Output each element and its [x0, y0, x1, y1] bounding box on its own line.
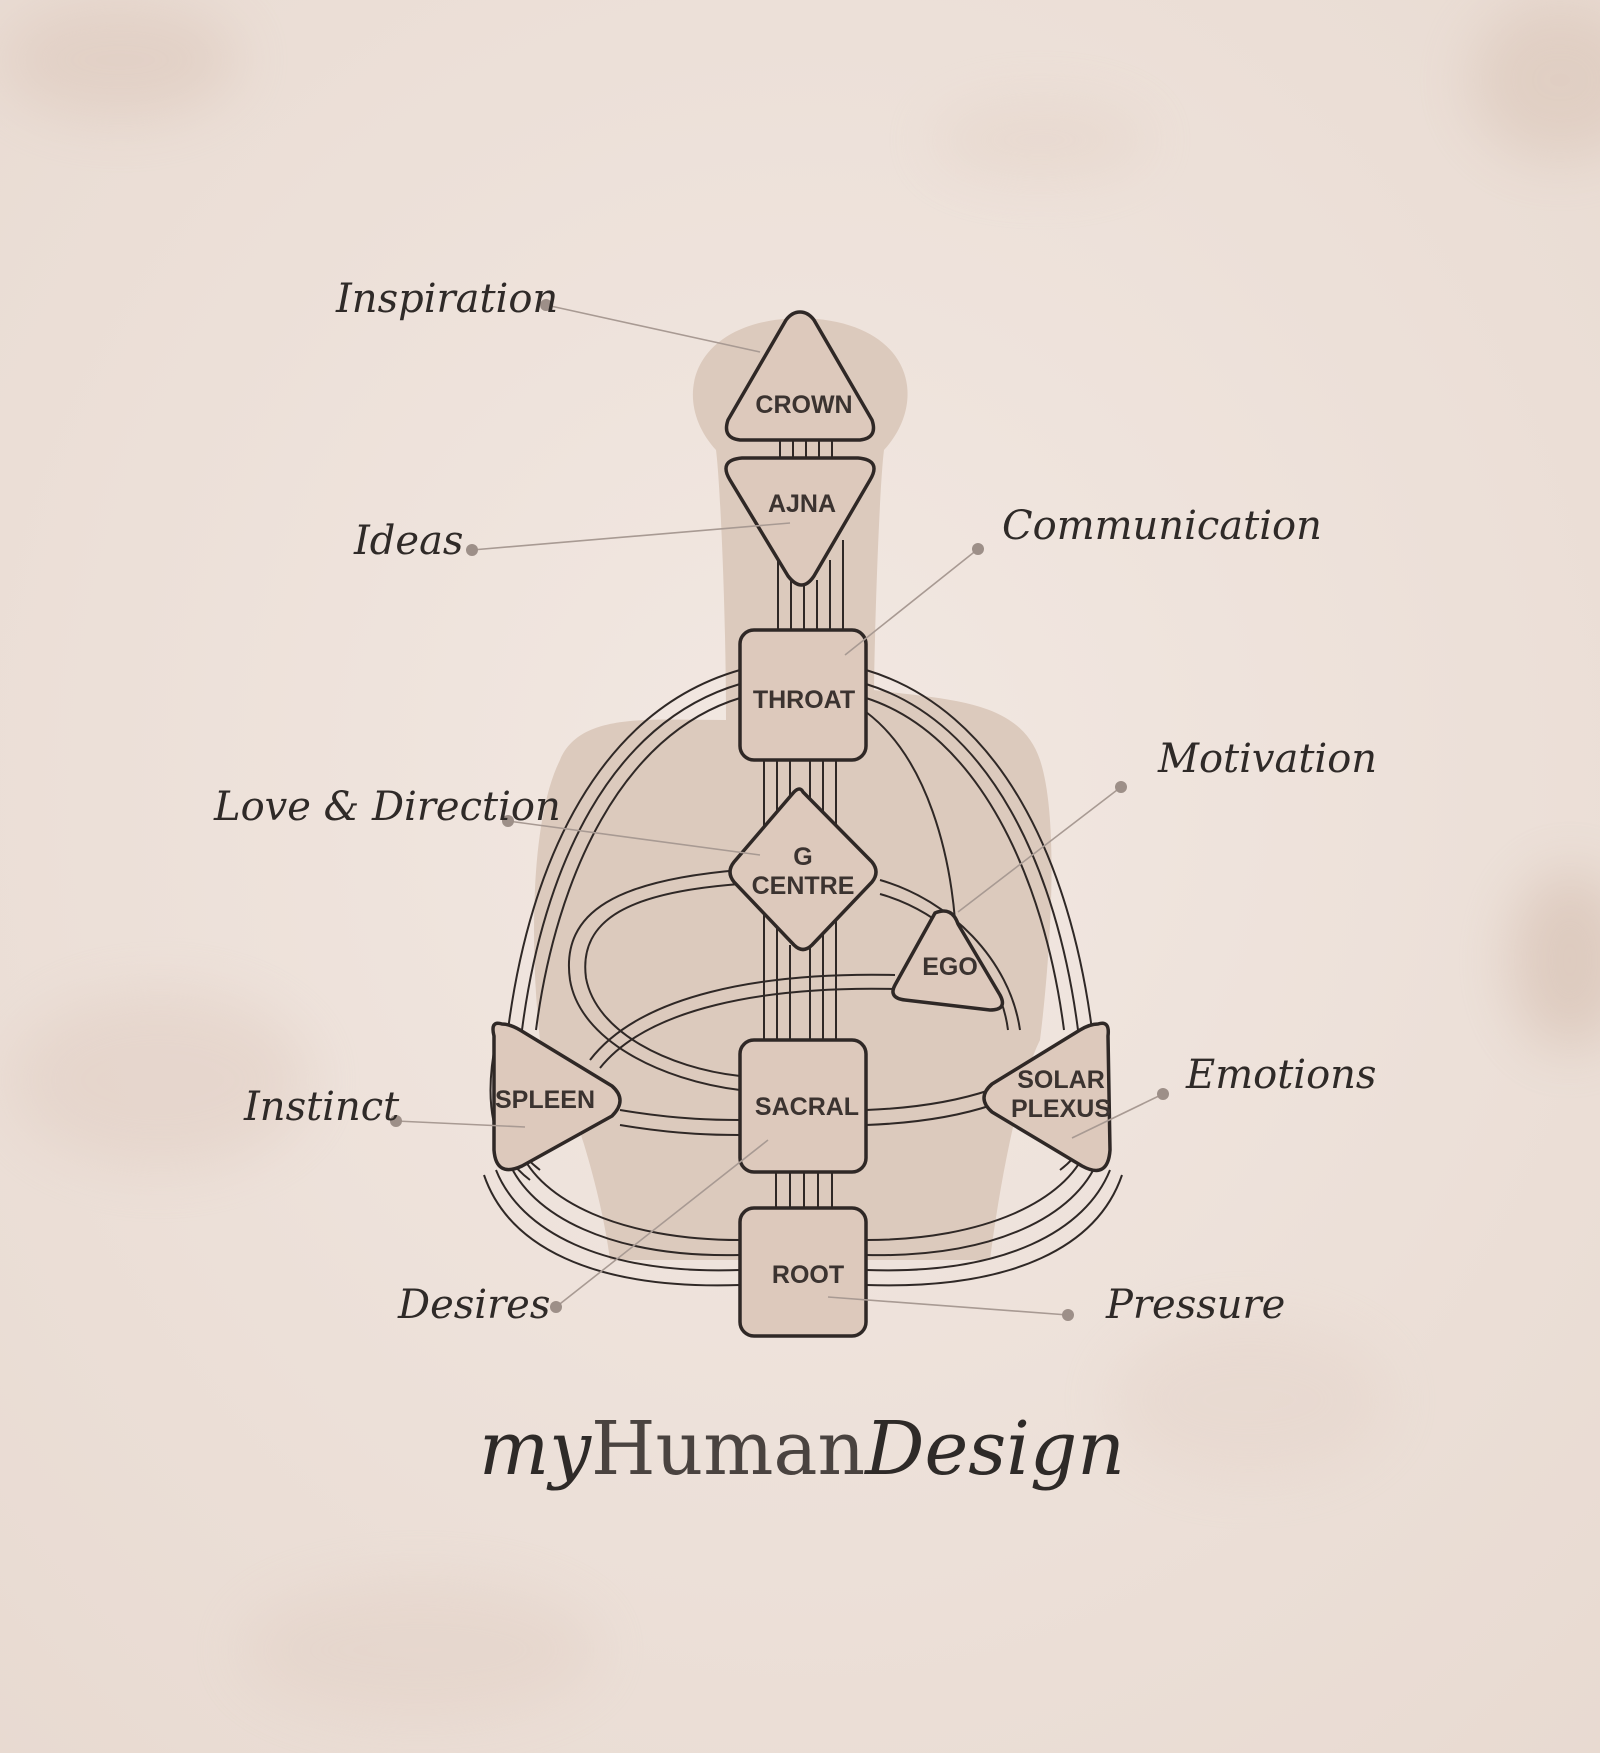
theme-emotions: Emotions [1185, 1052, 1376, 1098]
ego-label: EGO [922, 953, 978, 981]
brand-suffix: Design [863, 1406, 1125, 1492]
theme-instinct: Instinct [243, 1084, 400, 1130]
solar-plexus-center [982, 1021, 1112, 1173]
theme-love-direction: Love & Direction [213, 784, 561, 830]
throat-label: THROAT [753, 686, 855, 714]
theme-pressure: Pressure [1105, 1282, 1285, 1328]
brand-prefix: my [479, 1406, 592, 1492]
g-centre-center [728, 787, 878, 952]
theme-inspiration: Inspiration [335, 276, 558, 322]
brand-middle: Human [591, 1406, 865, 1492]
g-centre-label-line2: CENTRE [752, 872, 855, 900]
leader-lines [395, 304, 1164, 1316]
spleen-label: SPLEEN [495, 1086, 595, 1114]
root-center [738, 1206, 868, 1338]
leader-dots [390, 299, 1169, 1321]
centers [491, 310, 1112, 1338]
body-silhouette [534, 318, 1052, 1260]
sacral-label: SACRAL [755, 1093, 859, 1121]
theme-communication: Communication [1002, 503, 1322, 549]
ajna-label: AJNA [768, 490, 836, 518]
theme-motivation: Motivation [1157, 736, 1377, 782]
crown-center [724, 310, 876, 442]
throat-center [738, 628, 868, 762]
solar-plexus-label-line1: SOLAR [1017, 1066, 1105, 1094]
ego-center [891, 909, 1005, 1012]
channels [483, 440, 1123, 1287]
theme-desires: Desires [397, 1282, 550, 1328]
sacral-center [738, 1038, 868, 1174]
g-centre-label-line1: G [793, 843, 812, 871]
theme-ideas: Ideas [353, 518, 463, 564]
crown-label: CROWN [755, 391, 852, 419]
spleen-center [491, 1021, 622, 1172]
ajna-center [724, 456, 876, 587]
root-label: ROOT [772, 1261, 844, 1289]
brand-wordmark: myHumanDesign [479, 1406, 1125, 1492]
solar-plexus-label-line2: PLEXUS [1011, 1095, 1111, 1123]
